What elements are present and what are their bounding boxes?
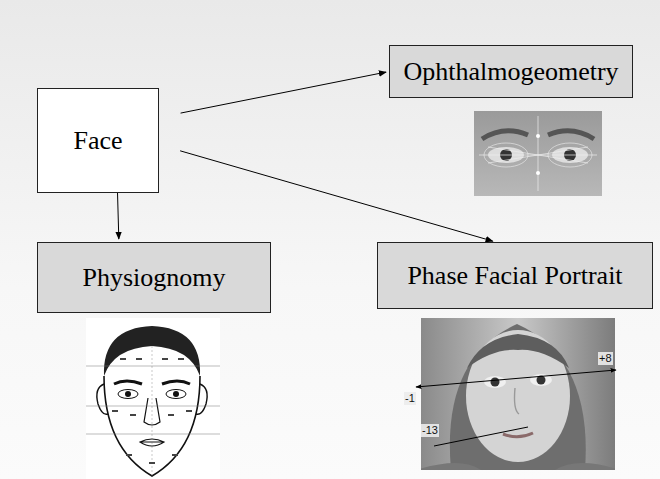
eye-geometry-photo — [474, 111, 602, 196]
node-label: Phase Facial Portrait — [407, 261, 622, 291]
arrow-connector — [118, 193, 119, 239]
illustration-part — [416, 370, 616, 387]
illustration-part — [474, 111, 602, 196]
illustration-part — [466, 330, 570, 462]
illustration-part — [162, 358, 168, 360]
illustration-part — [450, 324, 586, 470]
source-box: Face — [37, 88, 159, 193]
illustration-part — [536, 134, 540, 138]
illustration-part — [172, 454, 178, 456]
illustration-part — [118, 390, 138, 399]
node-label: Face — [73, 126, 122, 156]
illustration-part — [548, 143, 592, 167]
node-label: Physiognomy — [82, 263, 225, 293]
illustration-part — [491, 378, 500, 387]
method-box: Physiognomy — [37, 242, 271, 313]
illustration-part — [421, 318, 615, 470]
illustration-part — [152, 346, 153, 476]
illustration-part — [515, 388, 520, 414]
illustration-part — [166, 390, 186, 399]
illustration-part — [126, 454, 132, 456]
illustration-part — [503, 433, 533, 437]
illustration-part — [149, 462, 155, 464]
illustration-part — [196, 384, 207, 414]
illustration-part — [112, 358, 192, 464]
illustration-part — [136, 358, 142, 360]
illustration-part — [536, 171, 540, 175]
illustration-part — [548, 131, 594, 139]
illustration-part — [86, 318, 220, 479]
node-label: Ophthalmogeometry — [403, 57, 618, 87]
illustration-part — [112, 410, 118, 412]
arrow-connector — [180, 151, 493, 241]
illustration-part — [434, 427, 528, 446]
illustration-part — [467, 334, 569, 368]
illustration-part — [97, 384, 108, 414]
illustration-part — [178, 358, 184, 360]
phase-value: +8 — [598, 352, 613, 365]
illustration-part — [482, 131, 528, 139]
method-box: Ophthalmogeometry — [389, 45, 633, 98]
illustration-part — [186, 410, 192, 412]
portrait-photo — [421, 318, 615, 470]
illustration-part — [130, 414, 136, 416]
phase-value: -13 — [421, 424, 439, 437]
illustration-part — [173, 391, 179, 397]
arrow-connector — [181, 72, 386, 113]
physiognomy-chart — [86, 318, 220, 479]
illustration-part — [120, 358, 126, 360]
method-box: Phase Facial Portrait — [377, 242, 653, 309]
illustration-part — [168, 414, 174, 416]
illustration-part — [421, 463, 615, 470]
illustration-part — [484, 143, 528, 167]
phase-value: -1 — [404, 392, 416, 405]
illustration-part — [125, 391, 131, 397]
illustration-part — [484, 376, 506, 388]
illustration-part — [479, 116, 597, 191]
illustration-part — [86, 366, 220, 434]
